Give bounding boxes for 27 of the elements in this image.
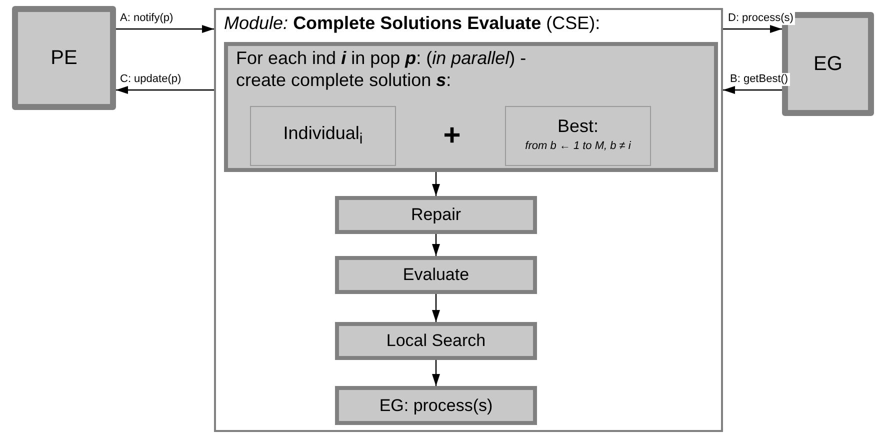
process-box: Repair [335,196,537,234]
box-label: Best: [557,116,599,136]
arrow [432,294,440,322]
process-box [505,106,651,166]
edge-label: C: update(p) [118,73,184,86]
arrow [723,86,782,94]
edge-label: D: process(s) [726,12,796,25]
process-box: PE [12,6,116,110]
module-title: Module: Complete Solutions Evaluate (CSE): [224,12,602,34]
loop-heading: For each ind i in pop p: (in parallel) - create complete solution s: [236,47,528,91]
loop-box [224,42,718,172]
arrow [116,86,214,94]
process-box: EG: process(s) [335,386,537,425]
edge-label: B: getBest() [728,73,790,86]
arrow [432,172,440,196]
box-note: from b ← 1 to M, b ≠ i [525,139,631,154]
module-box [214,8,723,432]
arrow [432,234,440,256]
process-box: Evaluate [335,256,537,294]
arrow [723,25,782,33]
arrow [432,360,440,386]
plus-sign: + [430,114,474,158]
arrow [116,25,214,33]
box-label: Individual$_{i}$ [283,122,363,150]
process-box [250,106,396,166]
edge-label: A: notify(p) [118,12,176,25]
process-box: Local Search [335,322,537,360]
